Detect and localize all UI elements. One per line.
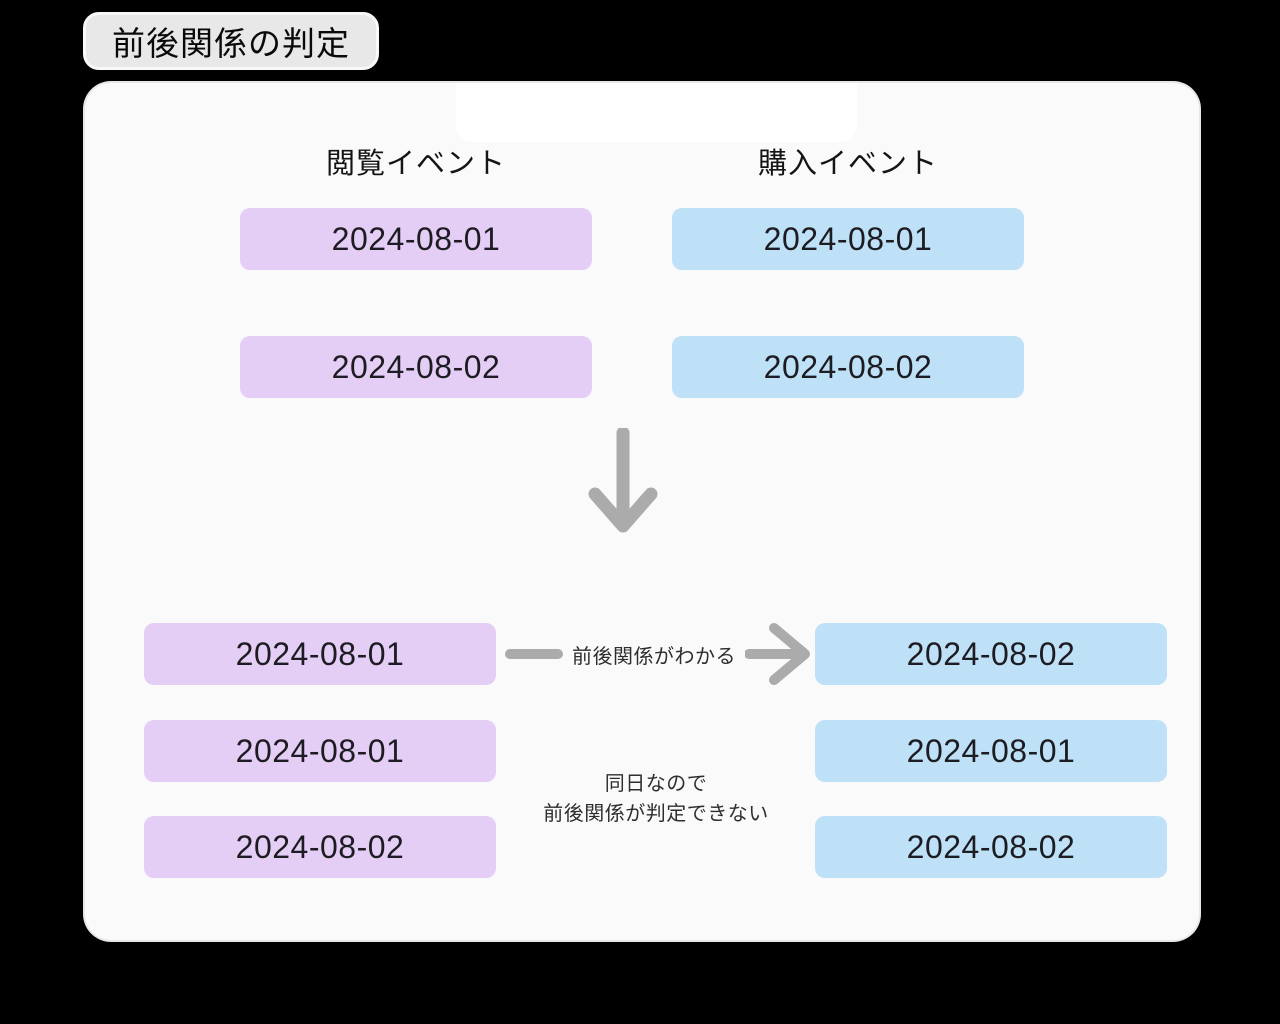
browse-event-date-box: 2024-08-02 (144, 816, 496, 878)
same-day-note-line2: 前後関係が判定できない (543, 803, 769, 825)
diagram-panel: 閲覧イベント 購入イベント 2024-08-01 2024-08-01 2024… (85, 83, 1199, 940)
down-arrow-icon (588, 428, 658, 533)
browse-event-date-box: 2024-08-01 (144, 623, 496, 685)
column-header-purchase-events: 購入イベント (757, 148, 938, 180)
purchase-event-date-box: 2024-08-01 (815, 720, 1167, 782)
purchase-event-date-box: 2024-08-02 (672, 336, 1024, 398)
relation-known-label: 前後関係がわかる (572, 645, 736, 668)
browse-event-date-box: 2024-08-01 (240, 208, 592, 270)
relation-known-annotation: 前後関係がわかる (500, 623, 818, 685)
purchase-event-date-box: 2024-08-02 (815, 816, 1167, 878)
same-day-note: 同日なので 前後関係が判定できない (481, 769, 831, 829)
column-header-browse-events: 閲覧イベント (325, 148, 506, 180)
title-badge: 前後関係の判定 (83, 12, 379, 70)
browse-event-date-box: 2024-08-01 (144, 720, 496, 782)
same-day-note-line1: 同日なので (604, 773, 708, 795)
purchase-event-date-box: 2024-08-01 (672, 208, 1024, 270)
page-title: 前後関係の判定 (112, 25, 350, 62)
top-highlight (456, 83, 857, 142)
right-arrow-icon (745, 623, 810, 685)
arrow-line (505, 649, 563, 659)
purchase-event-date-box: 2024-08-02 (815, 623, 1167, 685)
browse-event-date-box: 2024-08-02 (240, 336, 592, 398)
